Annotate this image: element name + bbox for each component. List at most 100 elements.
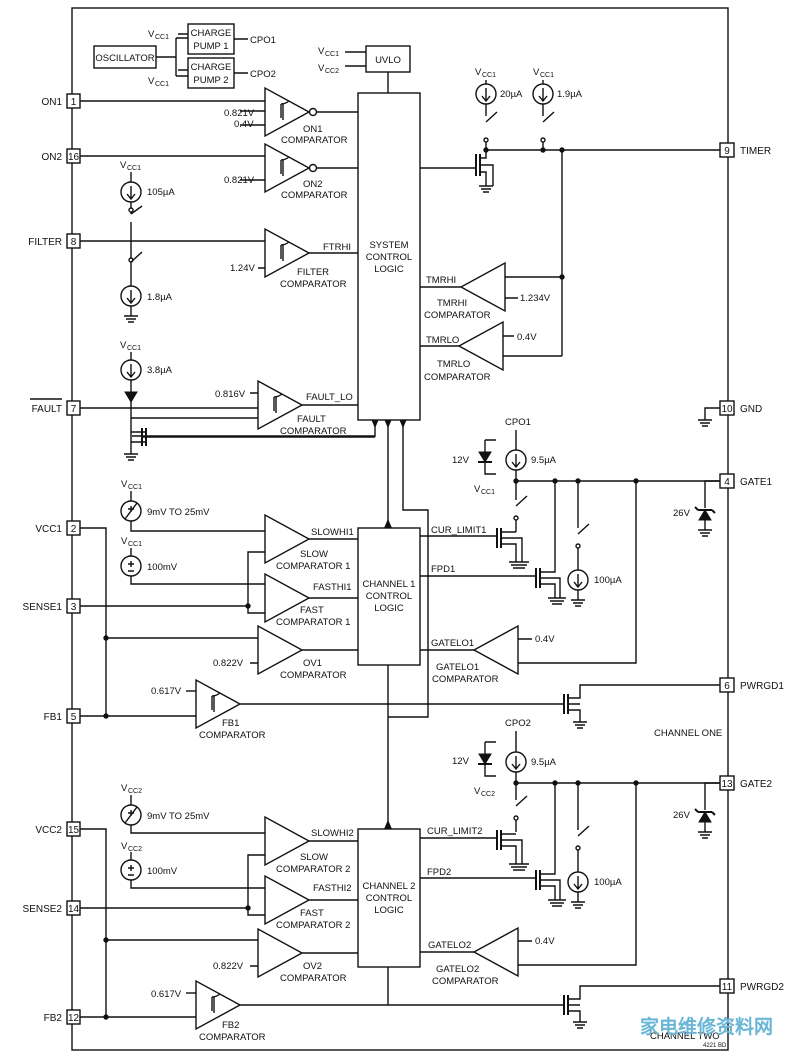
svg-text:FB1: FB1 — [44, 712, 63, 723]
zener-vcc1-sub: CC1 — [481, 489, 495, 496]
zener-vcc2-sub: CC2 — [481, 791, 495, 798]
cp-vcc1-b-v: V — [148, 76, 155, 87]
ch2-vref-label: 100mV — [147, 866, 178, 877]
system-logic-label-a: SYSTEM — [369, 240, 408, 251]
fb2-comp-label-a: FB2 — [222, 1020, 239, 1031]
fast1-comp-label-b: COMPARATOR 1 — [276, 617, 350, 628]
slowhi1-label: SLOWHI1 — [311, 527, 354, 538]
pin-vcc2: 15 VCC2 — [35, 821, 81, 837]
pin-gate1: 4 GATE1 — [719, 473, 772, 489]
slow1-comp-label-a: SLOW — [300, 549, 328, 560]
svg-text:GND: GND — [740, 404, 762, 415]
tmrhi-ref: 1.234V — [520, 293, 551, 304]
svg-text:FAULT: FAULT — [32, 404, 62, 415]
tmrhi-out-label: TMRHI — [426, 275, 456, 286]
cur-limit1-label: CUR_LIMIT1 — [431, 525, 486, 536]
svg-text:13: 13 — [721, 779, 733, 790]
on1-ref-a: 0.821V — [224, 108, 255, 119]
fast1-comp-label-a: FAST — [300, 605, 324, 616]
fb1-ref: 0.617V — [151, 686, 182, 697]
fault-lo-label: FAULT_LO — [306, 392, 353, 403]
channel-1-control-logic-block — [357, 527, 421, 666]
svg-text:GATE2: GATE2 — [740, 779, 772, 790]
ch2-logic-label-b: CONTROL — [366, 893, 412, 904]
timer-dn-label: 1.9µA — [557, 89, 583, 100]
svg-text:1: 1 — [71, 97, 77, 108]
pin-pwrgd2: 11 PWRGD2 — [719, 978, 784, 994]
ov2-comp-label-a: OV2 — [303, 961, 322, 972]
figure-id: 4221 BD — [703, 1043, 727, 1049]
svg-text:VCC1: VCC1 — [35, 524, 62, 535]
svg-text:SENSE2: SENSE2 — [23, 904, 63, 915]
fault-current-label: 3.8µA — [147, 365, 173, 376]
gatelo1-out-label: GATELO1 — [431, 638, 474, 649]
zener-12v-2-label: 12V — [452, 756, 470, 767]
pin-vcc1: 2 VCC1 — [35, 520, 81, 536]
system-logic-label-b: CONTROL — [366, 252, 412, 263]
filter-vcc1-v: V — [120, 160, 127, 171]
svg-text:6: 6 — [724, 681, 730, 692]
gatelo1-ref: 0.4V — [535, 634, 555, 645]
ch1-vsrc-label: 9mV TO 25mV — [147, 507, 210, 518]
charge-pump-1-label-a: CHARGE — [191, 28, 232, 39]
gatelo2-out-label: GATELO2 — [428, 940, 471, 951]
svg-text:10: 10 — [721, 404, 733, 415]
ch2-vsrc-vcc2-sub: CC2 — [128, 788, 142, 795]
channel-two-label: CHANNEL TWO — [650, 1031, 720, 1042]
gatelo2-comp-label-b: COMPARATOR — [432, 976, 499, 987]
pin-sense1: 3 SENSE1 — [23, 598, 81, 614]
cp-vcc1-b-sub: CC1 — [155, 81, 169, 88]
cp-vcc1-a-v: V — [148, 29, 155, 40]
fb1-comp-label-a: FB1 — [222, 718, 239, 729]
on2-comp-label-a: ON2 — [303, 179, 323, 190]
cpo2-label: CPO2 — [505, 718, 531, 729]
system-logic-label-c: LOGIC — [374, 264, 404, 275]
svg-text:TIMER: TIMER — [740, 146, 771, 157]
ch2-cp-current-label: 9.5µA — [531, 757, 557, 768]
ch1-pd-label: 100µA — [594, 575, 622, 586]
ch1-vsrc-vcc1-v: V — [121, 479, 128, 490]
svg-text:FILTER: FILTER — [28, 237, 62, 248]
ch2-charge-pump-current-source — [505, 751, 527, 773]
timer-vcc1a-sub: CC1 — [482, 72, 496, 79]
ch2-pulldown-100ua-source — [567, 871, 589, 893]
svg-text:11: 11 — [722, 982, 733, 993]
uvlo-vcc1-sub: CC1 — [325, 51, 339, 58]
slow2-comp-label-a: SLOW — [300, 852, 328, 863]
tmrlo-out-label: TMRLO — [426, 335, 459, 346]
timer-pullup-20ua-source — [475, 83, 497, 105]
fb1-comp-label-b: COMPARATOR — [199, 730, 266, 741]
ch1-cp-current-label: 9.5µA — [531, 455, 557, 466]
on1-ref-b: 0.4V — [234, 119, 254, 130]
uvlo-vcc2-v: V — [318, 63, 325, 74]
fasthi2-label: FASTHI2 — [313, 883, 352, 894]
fault-comp-label-b: COMPARATOR — [280, 426, 347, 437]
channel-2-control-logic-block — [357, 828, 421, 968]
pin-on2: 16 ON2 — [41, 148, 81, 164]
svg-text:4: 4 — [724, 477, 730, 488]
charge-pump-2-label-b: PUMP 2 — [193, 75, 228, 86]
cur-limit2-label: CUR_LIMIT2 — [427, 826, 482, 837]
charge-pump-1-label-b: PUMP 1 — [193, 41, 228, 52]
tmrlo-comp-label-a: TMRLO — [437, 359, 470, 370]
timer-vcc1a-v: V — [475, 67, 482, 78]
svg-text:ON1: ON1 — [41, 97, 62, 108]
fault-current-source — [120, 359, 142, 381]
tmrhi-comp-label-a: TMRHI — [437, 298, 467, 309]
pin-pwrgd1: 6 PWRGD1 — [719, 677, 784, 693]
filter-up-label: 105µA — [147, 187, 175, 198]
uvlo-vcc1-v: V — [318, 46, 325, 57]
filter-comp-label-b: COMPARATOR — [280, 279, 347, 290]
gatelo1-comp-label-b: COMPARATOR — [432, 674, 499, 685]
fault-vcc1-sub: CC1 — [127, 345, 141, 352]
filter-current-source-down — [120, 285, 142, 307]
fpd2-label: FPD2 — [427, 867, 451, 878]
pin-sense2: 14 SENSE2 — [23, 900, 81, 916]
ch1-logic-label-b: CONTROL — [366, 591, 412, 602]
svg-text:FB2: FB2 — [44, 1013, 63, 1024]
svg-text:GATE1: GATE1 — [740, 477, 772, 488]
ch2-logic-label-a: CHANNEL 2 — [363, 881, 416, 892]
ch2-vsrc-vcc2-v: V — [121, 783, 128, 794]
zener-vcc2-v: V — [474, 786, 481, 797]
